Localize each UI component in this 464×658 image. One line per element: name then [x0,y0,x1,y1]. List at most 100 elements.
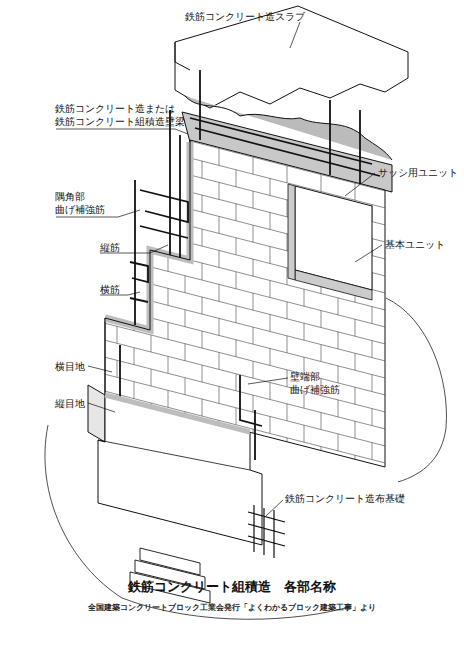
basic-unit-label: 基本ユニット [385,238,445,251]
source-caption: 全国建築コンクリートブロック工業会発行「よくわかるブロック建築工事」より [0,603,464,613]
end-bar-label: 壁端部 曲げ補強筋 [290,370,340,396]
steps [130,548,210,603]
leader-line [345,173,375,196]
head-joint [253,429,254,446]
head-joint [253,123,254,140]
head-joint [287,336,288,353]
head-joint [117,224,118,241]
slab [175,6,408,108]
head-joint [338,298,339,315]
head-joint [219,284,220,301]
head-joint [287,200,288,217]
head-joint [151,335,152,352]
head-joint [304,289,305,306]
head-joint [253,157,254,174]
head-joint [168,390,169,407]
head-joint [372,341,373,358]
footing-step [98,440,250,470]
rebar [134,180,136,325]
head-joint [134,382,135,399]
head-joint [151,131,152,148]
head-joint [287,472,288,489]
head-joint [270,314,271,331]
head-joint [389,260,390,277]
head-joint [168,152,169,169]
head-joint [338,332,339,349]
head-joint [321,141,322,158]
head-joint [321,311,322,328]
rebar [190,118,372,164]
head-joint [236,408,237,425]
head-joint [287,132,288,149]
ground-outline [386,298,446,482]
head-joint [270,246,271,263]
head-joint [185,174,186,191]
head-joint [168,84,169,101]
head-joint [287,166,288,183]
rebar [329,100,331,175]
head-joint [117,88,118,105]
head-joint [219,148,220,165]
corner-bend-bar [140,190,188,222]
head-joint [270,212,271,229]
head-joint [117,360,118,377]
wall-edge [105,140,190,395]
head-joint [236,306,237,323]
leader-line [290,22,300,48]
foundation-end [88,385,105,442]
grout-edge [105,142,190,330]
head-joint [202,297,203,314]
rebar [195,128,380,176]
head-joint [270,280,271,297]
head-joint [338,400,339,417]
head-joint [236,102,237,119]
slab-edge [175,42,190,70]
head-joint [185,344,186,361]
head-joint [219,114,220,131]
head-joint [355,455,356,472]
head-joint [355,387,356,404]
head-joint [100,305,101,322]
head-joint [202,331,203,348]
head-joint-label: 縦目地 [55,397,85,410]
rebar [199,70,201,140]
head-joint [202,229,203,246]
leader-line [355,245,382,262]
bed-joint [100,305,390,379]
head-joint [321,447,322,464]
head-joint [372,477,373,494]
head-joint [253,259,254,276]
head-joint [270,348,271,365]
horizontal-bar-label: 横筋 [100,283,120,296]
head-joint [270,450,271,467]
leader-line [248,378,288,384]
head-joint [372,409,373,426]
head-joint [202,93,203,110]
rebar [359,110,361,184]
head-joint [168,186,169,203]
head-joint [338,468,339,485]
head-joint [372,375,373,392]
head-joint [287,234,288,251]
head-joint [100,339,101,356]
bed-joint [100,322,390,396]
head-joint [134,348,135,365]
head-joint [304,459,305,476]
head-joint [253,327,254,344]
head-joint [253,225,254,242]
sash-unit-label: サッシ用ユニット [378,166,458,179]
head-joint [185,140,186,157]
head-joint [321,413,322,430]
head-joint [253,191,254,208]
head-joint [372,307,373,324]
head-joint [270,416,271,433]
head-joint [202,263,203,280]
bed-joint [100,339,390,413]
sash-unit [295,270,372,300]
head-joint [134,144,135,161]
head-joint [151,369,152,386]
rebar [130,298,148,302]
head-joint [389,430,390,447]
head-joint [117,326,118,343]
